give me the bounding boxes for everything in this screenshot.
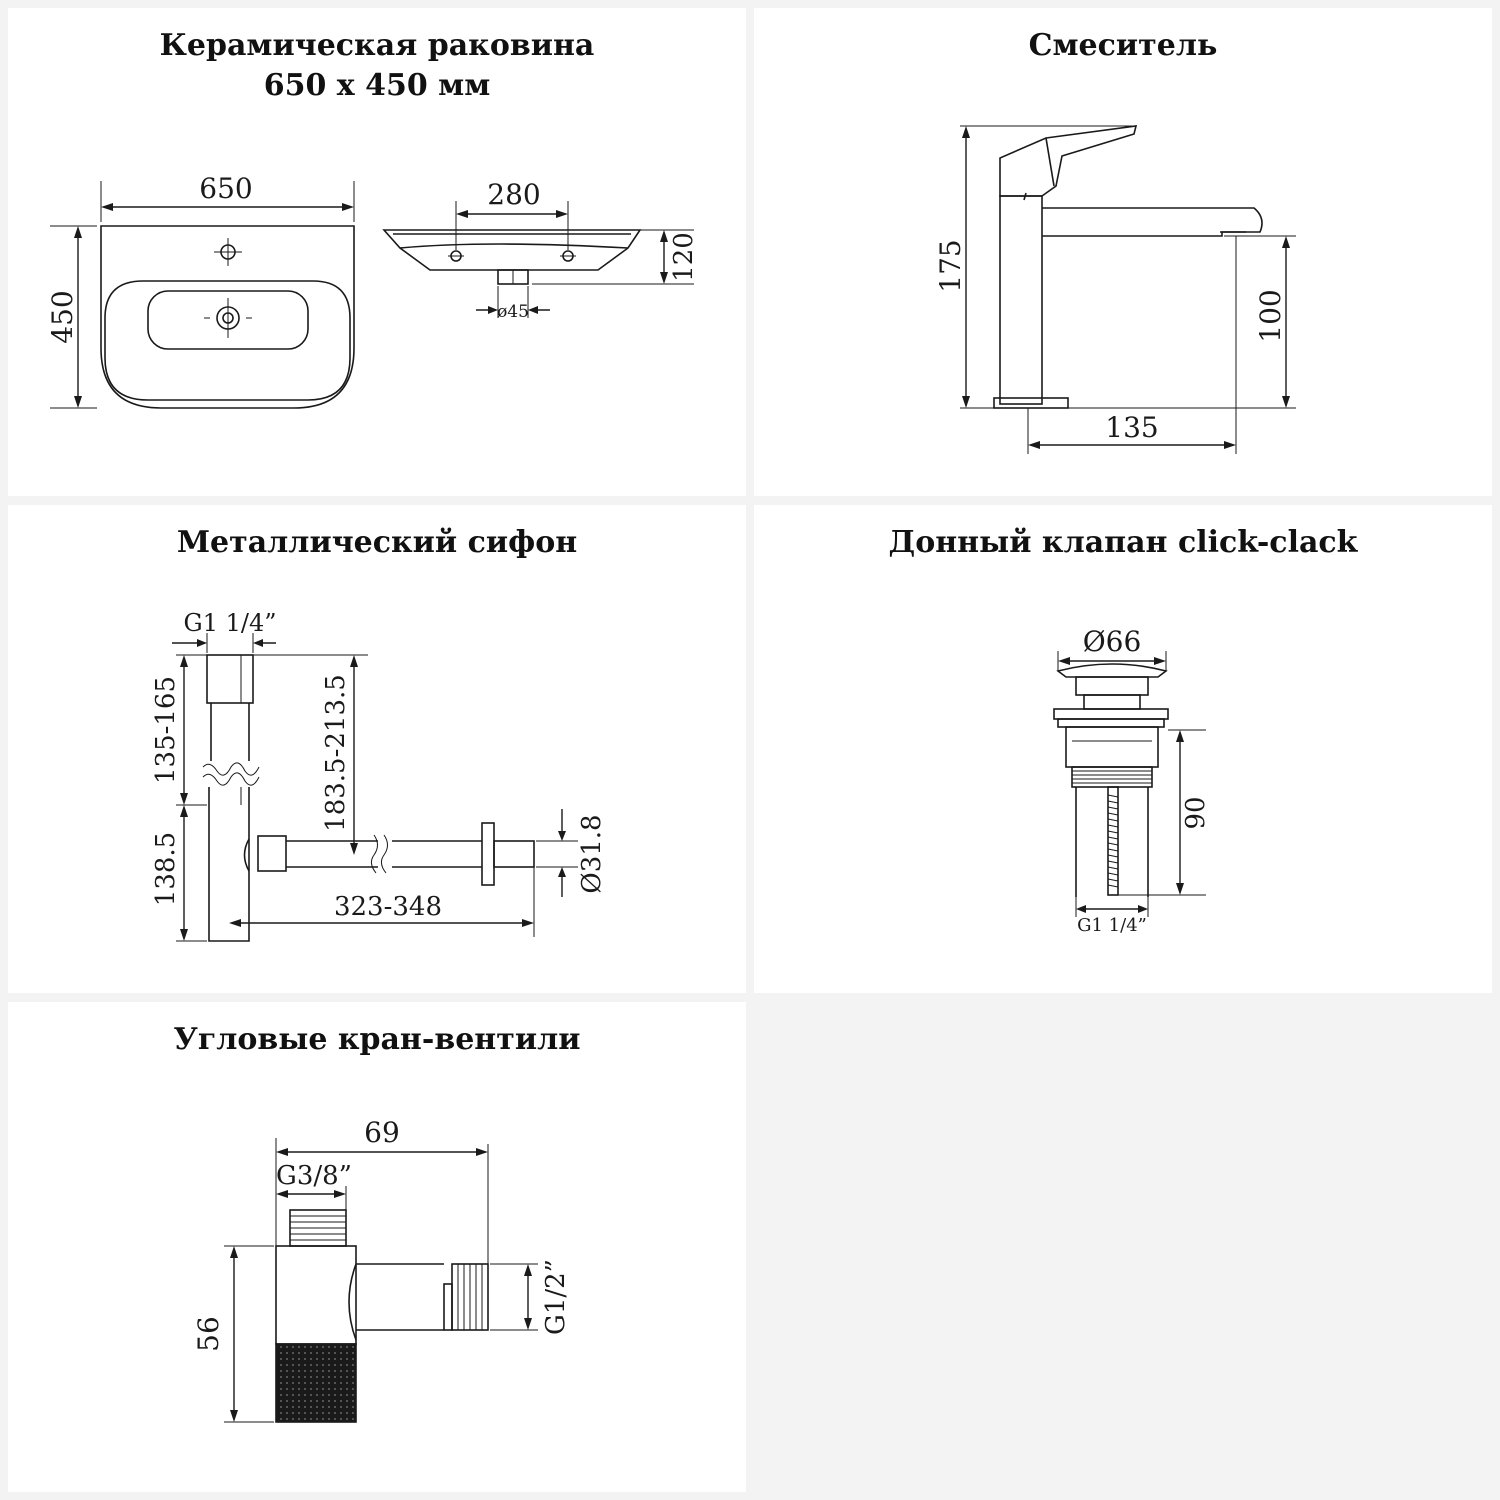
- dim-label-height: 120: [669, 232, 699, 282]
- dim-label-upper: 135-165: [151, 676, 181, 784]
- dim-label-drain: ø45: [497, 302, 529, 322]
- dim-label-spout-height: 100: [1254, 289, 1287, 342]
- title-line-2: 650 x 450 мм: [263, 68, 491, 103]
- dim-label-thread: G1 1/4”: [184, 609, 277, 637]
- dim-label-cap: Ø66: [1083, 625, 1142, 658]
- dim-label-holes: 280: [487, 178, 540, 211]
- dim-label-length: 69: [364, 1116, 400, 1149]
- panel-ceramic-sink: Керамическая раковина 650 x 450 мм 650 4…: [8, 8, 746, 496]
- panel-title: Металлический сифон: [8, 523, 746, 563]
- panel-title: Керамическая раковина 650 x 450 мм: [8, 26, 746, 106]
- panel-angle-valves: Угловые кран-вентили 69 G3/8”: [8, 1002, 746, 1492]
- dim-label-height: 90: [1181, 796, 1211, 829]
- dim-label-outlet: Ø31.8: [577, 814, 607, 893]
- dim-label-inlet: G3/8”: [276, 1161, 352, 1191]
- dim-label-width: 650: [199, 172, 252, 205]
- title-text: Угловые кран-вентили: [173, 1022, 581, 1057]
- dim-label-lower: 138.5: [151, 832, 181, 906]
- dim-label-outlet: G1/2”: [541, 1259, 571, 1335]
- panel-faucet: Смеситель 175 100 135: [754, 8, 1492, 496]
- dim-label-length: 323-348: [334, 892, 442, 922]
- title-text: Металлический сифон: [176, 525, 578, 560]
- dim-label-thread: G1 1/4”: [1077, 915, 1147, 936]
- title-text: Донный клапан click-clack: [888, 525, 1358, 560]
- panel-click-clack-valve: Донный клапан click-clack Ø66 90: [754, 505, 1492, 993]
- panel-title: Донный клапан click-clack: [754, 523, 1492, 563]
- dim-label-reach: 135: [1105, 411, 1158, 444]
- dim-label-height: 175: [934, 239, 967, 292]
- angle-valve-drawing: 69 G3/8” 56 G1/2”: [192, 1116, 571, 1423]
- valve-drawing: Ø66 90 G1 1/4”: [1053, 625, 1211, 936]
- panel-title: Угловые кран-вентили: [8, 1020, 746, 1060]
- panel-metal-siphon: Металлический сифон G1 1/4” 135: [8, 505, 746, 993]
- faucet-drawing: 175 100 135: [934, 125, 1296, 454]
- sink-drawing: 650 450 280 120: [46, 172, 699, 409]
- dim-label-height: 56: [192, 1316, 225, 1352]
- panel-title: Смеситель: [754, 26, 1492, 66]
- title-text: Смеситель: [1028, 28, 1218, 63]
- dim-label-depth: 450: [46, 290, 79, 343]
- siphon-drawing: G1 1/4” 135-165 138.5 183.5-213.5 323-34…: [151, 609, 607, 942]
- title-line-1: Керамическая раковина: [159, 28, 595, 63]
- dim-label-total: 183.5-213.5: [321, 674, 351, 832]
